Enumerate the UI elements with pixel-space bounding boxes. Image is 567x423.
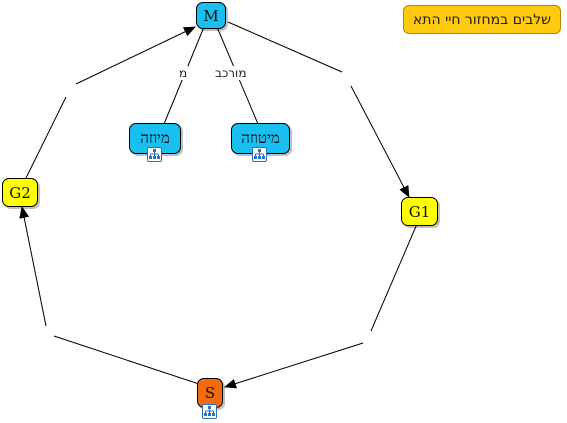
node-g2-label: G2 <box>9 183 31 202</box>
submap-icon[interactable] <box>252 147 267 162</box>
diagram-title: שלבים במחזור חיי התא <box>403 5 561 34</box>
submap-icon[interactable] <box>147 147 162 162</box>
node-meiosis-label: מיוזה <box>140 129 170 147</box>
edge-label-meiosis: מ <box>178 66 189 80</box>
node-g2[interactable]: G2 <box>2 178 38 207</box>
submap-icon[interactable] <box>202 404 217 419</box>
node-s-label: S <box>204 384 216 402</box>
edge-s-to-g2 <box>22 207 200 385</box>
node-s[interactable]: S <box>197 378 223 408</box>
node-mitosis-label: מיטוזה <box>241 129 280 147</box>
node-m[interactable]: M <box>196 2 226 29</box>
edge-label-mitosis: מורכב <box>214 66 248 80</box>
edge-g2-to-m <box>25 27 195 179</box>
node-g1-label: G1 <box>408 202 431 221</box>
node-m-label: M <box>203 6 219 25</box>
edge-g1-to-s <box>225 223 418 387</box>
edge-m-to-g1 <box>227 21 409 197</box>
node-g1[interactable]: G1 <box>401 197 438 226</box>
